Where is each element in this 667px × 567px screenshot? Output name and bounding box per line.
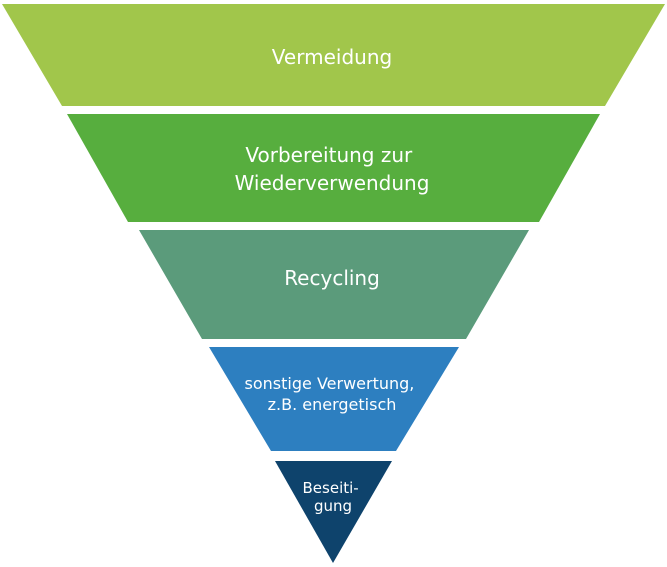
level-vermeidung-shape xyxy=(2,4,665,106)
level-recycling-label-line-1: Recycling xyxy=(284,266,380,290)
level-vorbereitung-wiederverwendung-label-line-2: Wiederverwendung xyxy=(235,171,430,195)
level-sonstige-verwertung-label-line-2: z.B. energetisch xyxy=(268,395,397,414)
level-vorbereitung-wiederverwendung-label-line-1: Vorbereitung zur xyxy=(245,143,413,167)
level-beseitigung-shape xyxy=(275,461,392,563)
level-beseitigung-label-line-2: gung xyxy=(314,497,352,515)
level-vermeidung-label: Vermeidung xyxy=(272,45,392,69)
level-recycling: Recycling xyxy=(139,230,529,339)
level-beseitigung-label-line-1: Beseiti- xyxy=(303,479,359,497)
level-sonstige-verwertung-label-line-1: sonstige Verwertung, xyxy=(245,374,415,393)
level-vorbereitung-wiederverwendung-shape xyxy=(67,114,600,222)
level-vorbereitung-wiederverwendung: Vorbereitung zur Wiederverwendung xyxy=(67,114,600,222)
level-sonstige-verwertung: sonstige Verwertung, z.B. energetisch xyxy=(209,347,459,451)
level-vermeidung-label-line-1: Vermeidung xyxy=(272,45,392,69)
level-recycling-shape xyxy=(139,230,529,339)
level-vorbereitung-wiederverwendung-label: Vorbereitung zur Wiederverwendung xyxy=(235,143,430,195)
level-recycling-label: Recycling xyxy=(284,266,380,290)
level-sonstige-verwertung-shape xyxy=(209,347,459,451)
level-sonstige-verwertung-label: sonstige Verwertung, z.B. energetisch xyxy=(245,374,420,414)
level-vermeidung: Vermeidung xyxy=(2,4,665,106)
level-beseitigung-label: Beseiti- gung xyxy=(303,479,364,515)
level-beseitigung: Beseiti- gung xyxy=(275,461,392,563)
